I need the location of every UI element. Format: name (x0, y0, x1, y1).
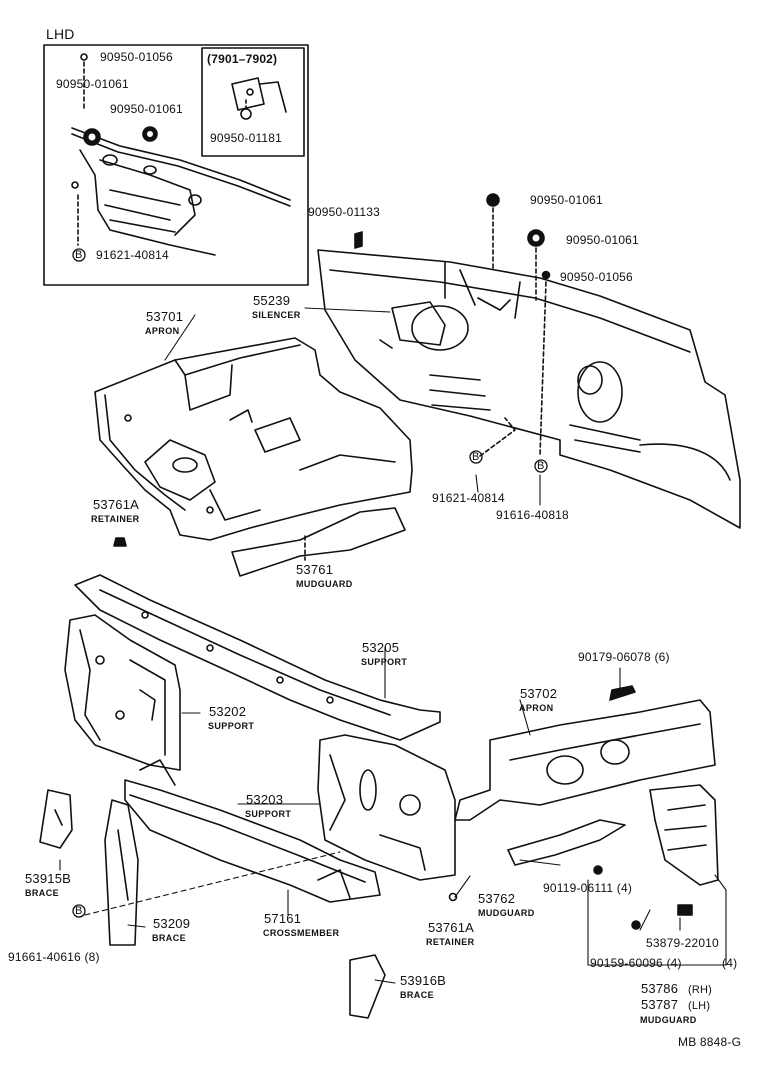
lhd-part-label: 90950-01061 (110, 102, 183, 116)
callout-90950-01133: 90950-01133 (308, 205, 381, 219)
bolt-marker: B (472, 451, 480, 463)
callout-53203-name: SUPPORT (245, 809, 292, 819)
callout-53761A-2: 53761A (428, 920, 475, 935)
callout-53786: 53786 (641, 981, 679, 996)
callout-53701-name: APRON (145, 326, 180, 336)
callout-53761: 53761 (296, 562, 334, 577)
callout-53205-name: SUPPORT (361, 657, 408, 667)
callout-53915B-name: BRACE (25, 888, 60, 898)
mudguard-53786-sketch (649, 784, 719, 886)
callout-53702: 53702 (520, 686, 558, 701)
callout-53209: 53209 (153, 916, 191, 931)
bolt-marker: B (75, 249, 83, 261)
bolt-90159 (631, 920, 641, 930)
variant-box-frame (201, 47, 305, 157)
callout-55239: 55239 (253, 293, 291, 308)
apron-53701-sketch (94, 337, 413, 541)
retainer-53761A-2 (448, 892, 458, 902)
callout-57161: 57161 (264, 911, 302, 926)
callout-90950-01061: 90950-01061 (566, 233, 639, 247)
callout-53203: 53203 (246, 792, 284, 807)
callout-90179-06078: 90179-06078 (6) (578, 650, 670, 664)
callout-53761A: 53761A (93, 497, 140, 512)
callout-90950-01061: 90950-01061 (530, 193, 603, 207)
callout-53205: 53205 (362, 640, 400, 655)
lhd-part-label: 90950-01061 (56, 77, 129, 91)
callout-91661-40616: 91661-40616 (8) (8, 950, 100, 964)
callout-55239-name: SILENCER (252, 310, 301, 320)
callout-53202: 53202 (209, 704, 247, 719)
variant-part-label: 90950-01181 (210, 131, 283, 145)
support-53203-sketch (317, 734, 456, 881)
lhd-inset-frame (43, 44, 309, 286)
mudguard-53761-sketch (231, 507, 406, 577)
crossmember-57161-sketch (124, 759, 381, 903)
brace-53916B-sketch (349, 954, 386, 1019)
bolt-marker: B (537, 460, 545, 472)
callout-53916B: 53916B (400, 973, 447, 988)
callout-53761-name: MUDGUARD (296, 579, 353, 589)
callout-53762: 53762 (478, 891, 516, 906)
callout-53762-name: MUDGUARD (478, 908, 535, 918)
mudguard-53762-sketch (507, 819, 626, 866)
retainer-53761A-sketch (113, 537, 127, 547)
callout-5378x-name: MUDGUARD (640, 1015, 697, 1025)
lhd-title: LHD (46, 26, 75, 42)
callout-90119-06111: 90119-06111 (4) (543, 881, 633, 895)
lhd-dash-panel-sketch (71, 53, 291, 256)
bolt-90119 (593, 865, 603, 875)
callout-53786-side: (RH) (688, 984, 713, 996)
support-53205-sketch (74, 574, 441, 741)
callout-57161-name: CROSSMEMBER (263, 928, 340, 938)
apron-53702-sketch (454, 685, 716, 821)
callout-53787: 53787 (641, 997, 679, 1012)
callout-53702-name: APRON (519, 703, 554, 713)
variant-box-label: (7901–7902) (207, 52, 278, 66)
brace-53915B-sketch (39, 789, 73, 849)
callout-90159-60096: 90159-60096 (4) (590, 956, 682, 970)
nut-53879 (677, 904, 693, 916)
variant-sketch (231, 77, 287, 120)
callout-53787-side: (LH) (688, 1000, 711, 1012)
support-53202-sketch (64, 614, 181, 771)
lhd-part-label: 91621-40814 (96, 248, 169, 262)
callout-53202-name: SUPPORT (208, 721, 255, 731)
callout-53915B: 53915B (25, 871, 72, 886)
bolt-marker-group (72, 248, 548, 918)
callout-53209-name: BRACE (152, 933, 187, 943)
callout-91621-40814: 91621-40814 (432, 491, 505, 505)
footer-code: MB 8848-G (678, 1035, 742, 1049)
callout-53761A-2-name: RETAINER (426, 937, 475, 947)
brace-53209-sketch (104, 799, 139, 946)
callout-qty-4: (4) (722, 956, 738, 970)
lhd-part-label: 90950-01056 (100, 50, 173, 64)
callout-91616-40818: 91616-40818 (496, 508, 569, 522)
callout-90950-01056: 90950-01056 (560, 270, 633, 284)
callout-53916B-name: BRACE (400, 990, 435, 1000)
bolt-marker: B (75, 905, 83, 917)
dash-panel-sketch (317, 193, 741, 529)
callout-53701: 53701 (146, 309, 184, 324)
callout-53879-22010: 53879-22010 (646, 936, 719, 950)
leader-lines (59, 307, 727, 984)
callout-53761A-name: RETAINER (91, 514, 140, 524)
